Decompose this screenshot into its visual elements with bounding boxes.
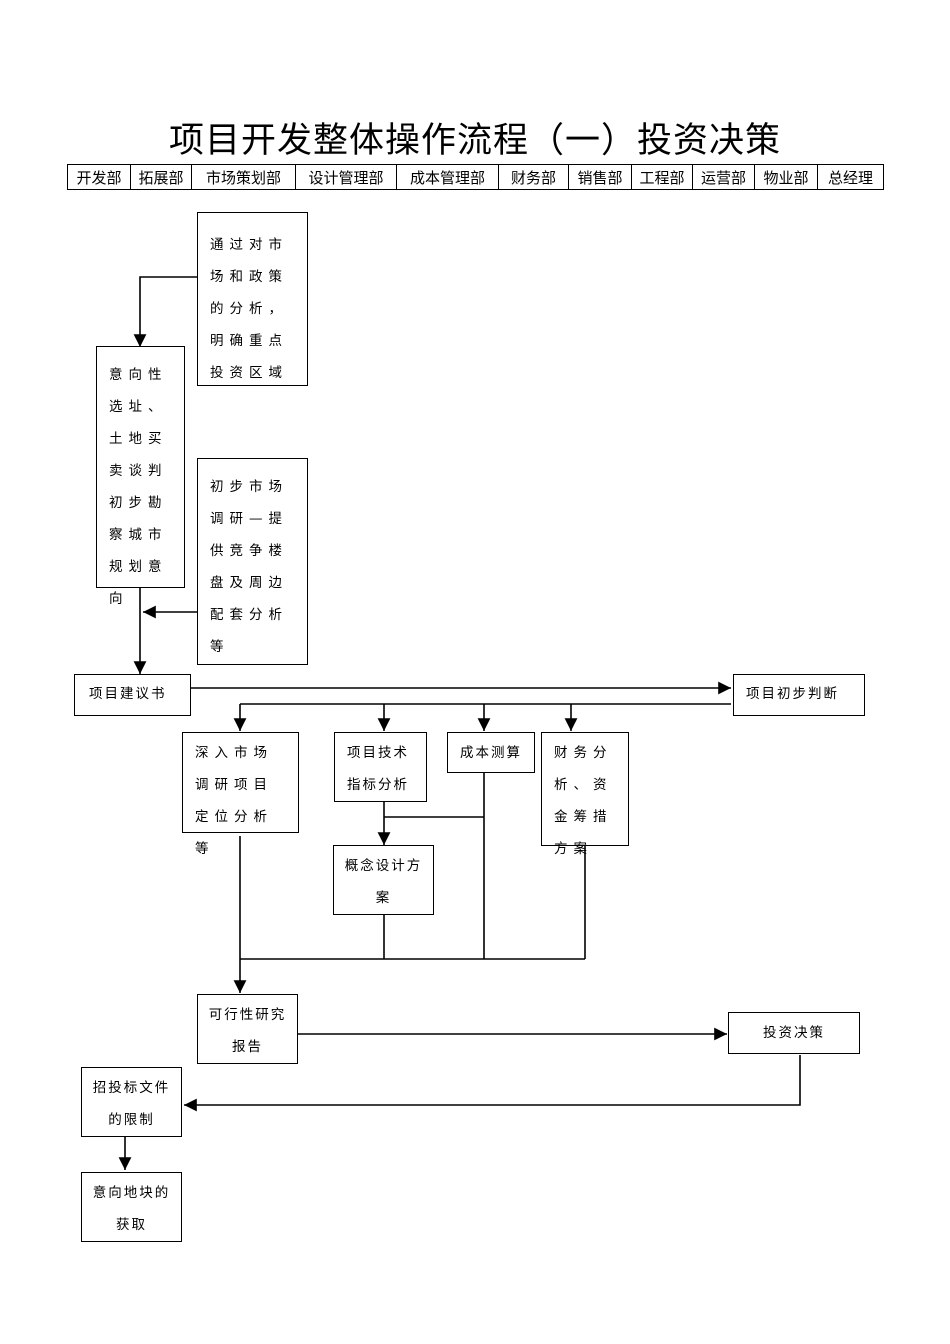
cost-estimate-text: 成本测算 bbox=[460, 745, 522, 761]
site-selection-text: 意向性选址、土地买卖谈判初步勘察城市规划意向 bbox=[109, 367, 168, 607]
deep-research-text: 深入市场调研项目定位分析等 bbox=[195, 745, 273, 857]
feasibility-report-box: 可行性研究报告 bbox=[197, 994, 298, 1064]
bid-restrictions-box: 招投标文件的限制 bbox=[81, 1067, 182, 1137]
dept-development: 开发部 bbox=[67, 164, 131, 190]
financial-analysis-text: 财务分析、资金筹措方案 bbox=[554, 745, 613, 857]
feasibility-report-text: 可行性研究报告 bbox=[208, 1007, 287, 1055]
market-research-text: 初步市场调研—提供竞争楼盘及周边配套分析等 bbox=[210, 479, 288, 655]
deep-research-box: 深入市场调研项目定位分析等 bbox=[182, 732, 299, 857]
dept-property: 物业部 bbox=[754, 164, 818, 190]
project-proposal-box: 项目建议书 bbox=[74, 674, 191, 716]
dept-marketing: 市场策划部 bbox=[191, 164, 296, 190]
site-selection-box: 意向性选址、土地买卖谈判初步勘察城市规划意向 bbox=[96, 346, 185, 607]
investment-decision-text: 投资决策 bbox=[763, 1025, 825, 1041]
market-policy-text: 通过对市场和政策的分析，明确重点投资区域 bbox=[210, 237, 288, 381]
investment-decision-box: 投资决策 bbox=[728, 1012, 860, 1054]
project-proposal-text: 项目建议书 bbox=[89, 686, 167, 702]
dept-general-manager: 总经理 bbox=[817, 164, 884, 190]
land-acquisition-text: 意向地块的获取 bbox=[92, 1185, 171, 1233]
dept-design: 设计管理部 bbox=[295, 164, 397, 190]
tech-indicators-box: 项目技术指标分析 bbox=[334, 732, 427, 802]
page-title: 项目开发整体操作流程（一）投资决策 bbox=[168, 121, 781, 161]
dept-operations: 运营部 bbox=[692, 164, 755, 190]
dept-engineering: 工程部 bbox=[631, 164, 693, 190]
dept-expansion: 拓展部 bbox=[130, 164, 192, 190]
dept-cost: 成本管理部 bbox=[396, 164, 499, 190]
concept-design-box: 概念设计方案 bbox=[333, 845, 434, 915]
dept-finance: 财务部 bbox=[498, 164, 569, 190]
cost-estimate-box: 成本测算 bbox=[447, 732, 535, 773]
dept-sales: 销售部 bbox=[568, 164, 632, 190]
preliminary-judgment-text: 项目初步判断 bbox=[746, 686, 839, 702]
market-research-box: 初步市场调研—提供竞争楼盘及周边配套分析等 bbox=[197, 458, 308, 665]
bid-restrictions-text: 招投标文件的限制 bbox=[92, 1080, 171, 1128]
financial-analysis-box: 财务分析、资金筹措方案 bbox=[541, 732, 629, 857]
arrow-decision-to-bidding bbox=[184, 1055, 801, 1112]
market-policy-box: 通过对市场和政策的分析，明确重点投资区域 bbox=[197, 212, 308, 386]
concept-design-text: 概念设计方案 bbox=[344, 858, 423, 906]
tech-indicators-text: 项目技术指标分析 bbox=[347, 745, 409, 793]
department-header-table: 开发部 拓展部 市场策划部 设计管理部 成本管理部 财务部 销售部 工程部 运营… bbox=[67, 164, 884, 190]
arrow-policy-to-site bbox=[133, 276, 197, 347]
preliminary-judgment-box: 项目初步判断 bbox=[733, 674, 865, 716]
land-acquisition-box: 意向地块的获取 bbox=[81, 1172, 182, 1242]
